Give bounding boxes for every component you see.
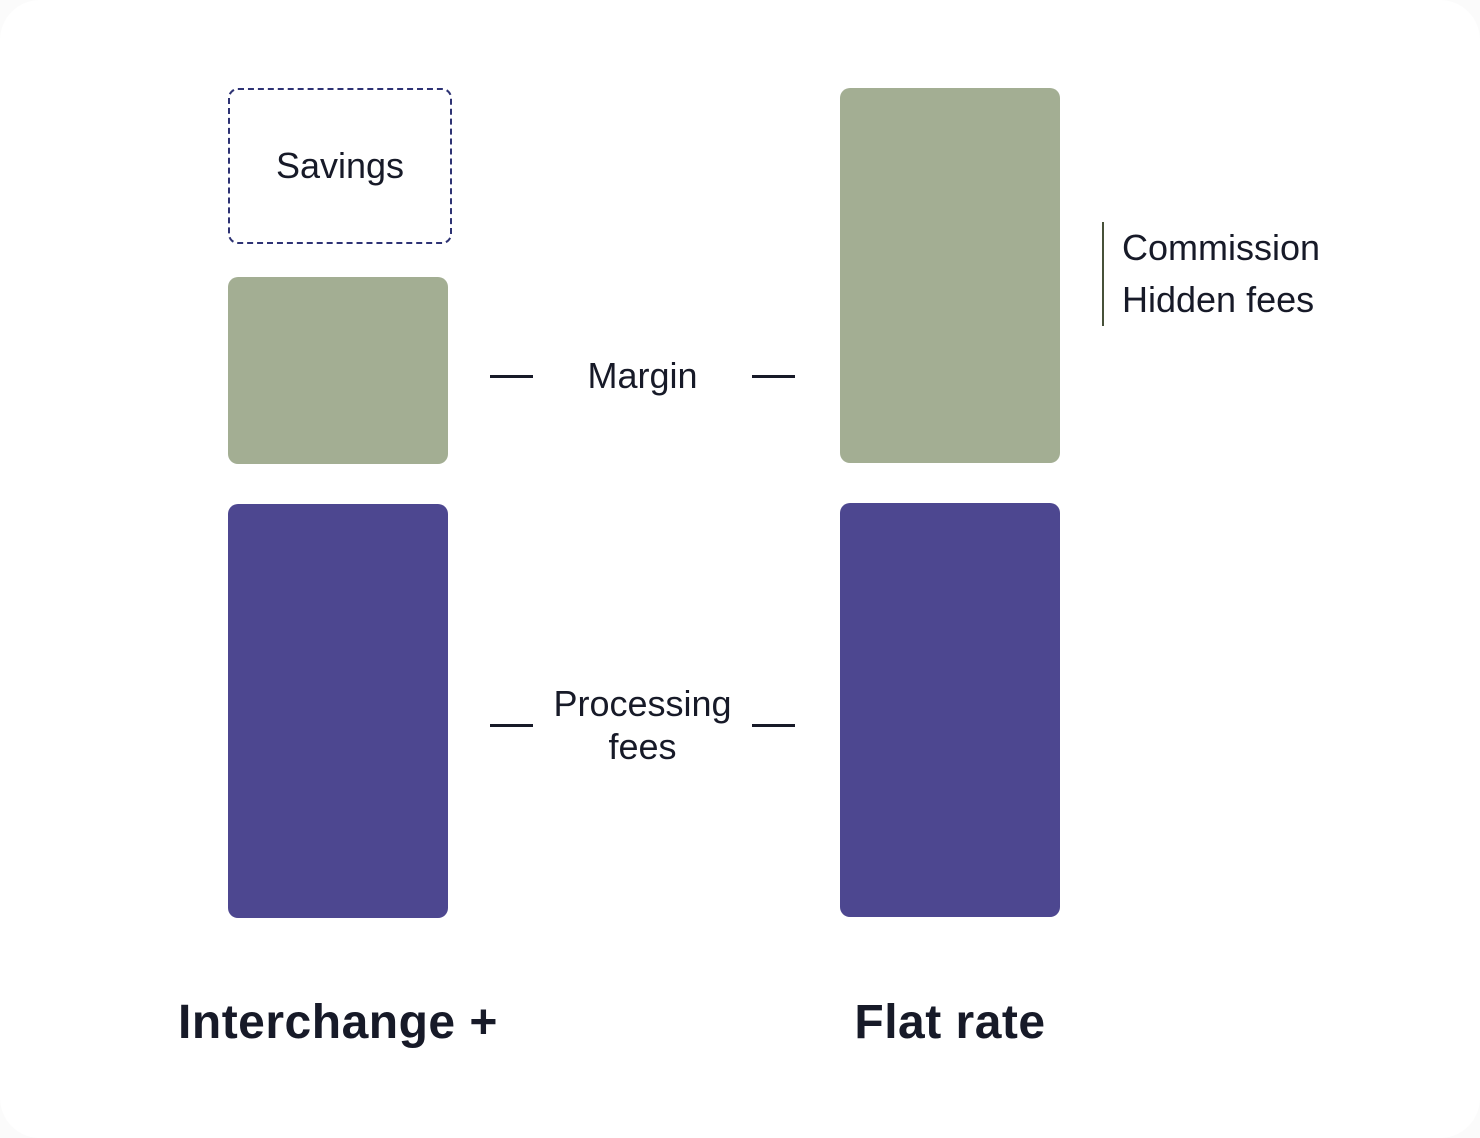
column-label-interchange-plus: Interchange +	[178, 996, 498, 1049]
commission-annotation-label: Commission	[1122, 227, 1321, 268]
margin-label-row: Margin	[490, 350, 795, 402]
savings-label: Savings	[275, 145, 405, 186]
processing-fees-left-tick-line	[490, 723, 533, 727]
savings-segment: Savings	[228, 88, 452, 244]
margin-right-tick-line	[751, 374, 795, 378]
processing-fees-right-tick-line	[752, 723, 795, 727]
flatrate-margin-annotation: Commission Hidden fees	[1102, 222, 1320, 326]
flatrate-margin-segment	[840, 88, 1060, 463]
margin-left-tick-line	[490, 374, 533, 378]
interchange-processing-fees-segment	[228, 504, 448, 918]
processing-fees-label-row: Processing fees	[490, 660, 795, 790]
interchange-margin-segment	[228, 277, 448, 464]
hidden-fees-annotation-label: Hidden fees	[1122, 279, 1315, 320]
flatrate-processing-fees-segment	[840, 503, 1060, 917]
processing-fees-label: Processing fees	[553, 682, 732, 767]
column-label-flat-rate: Flat rate	[854, 996, 1046, 1049]
margin-label: Margin	[587, 355, 698, 397]
